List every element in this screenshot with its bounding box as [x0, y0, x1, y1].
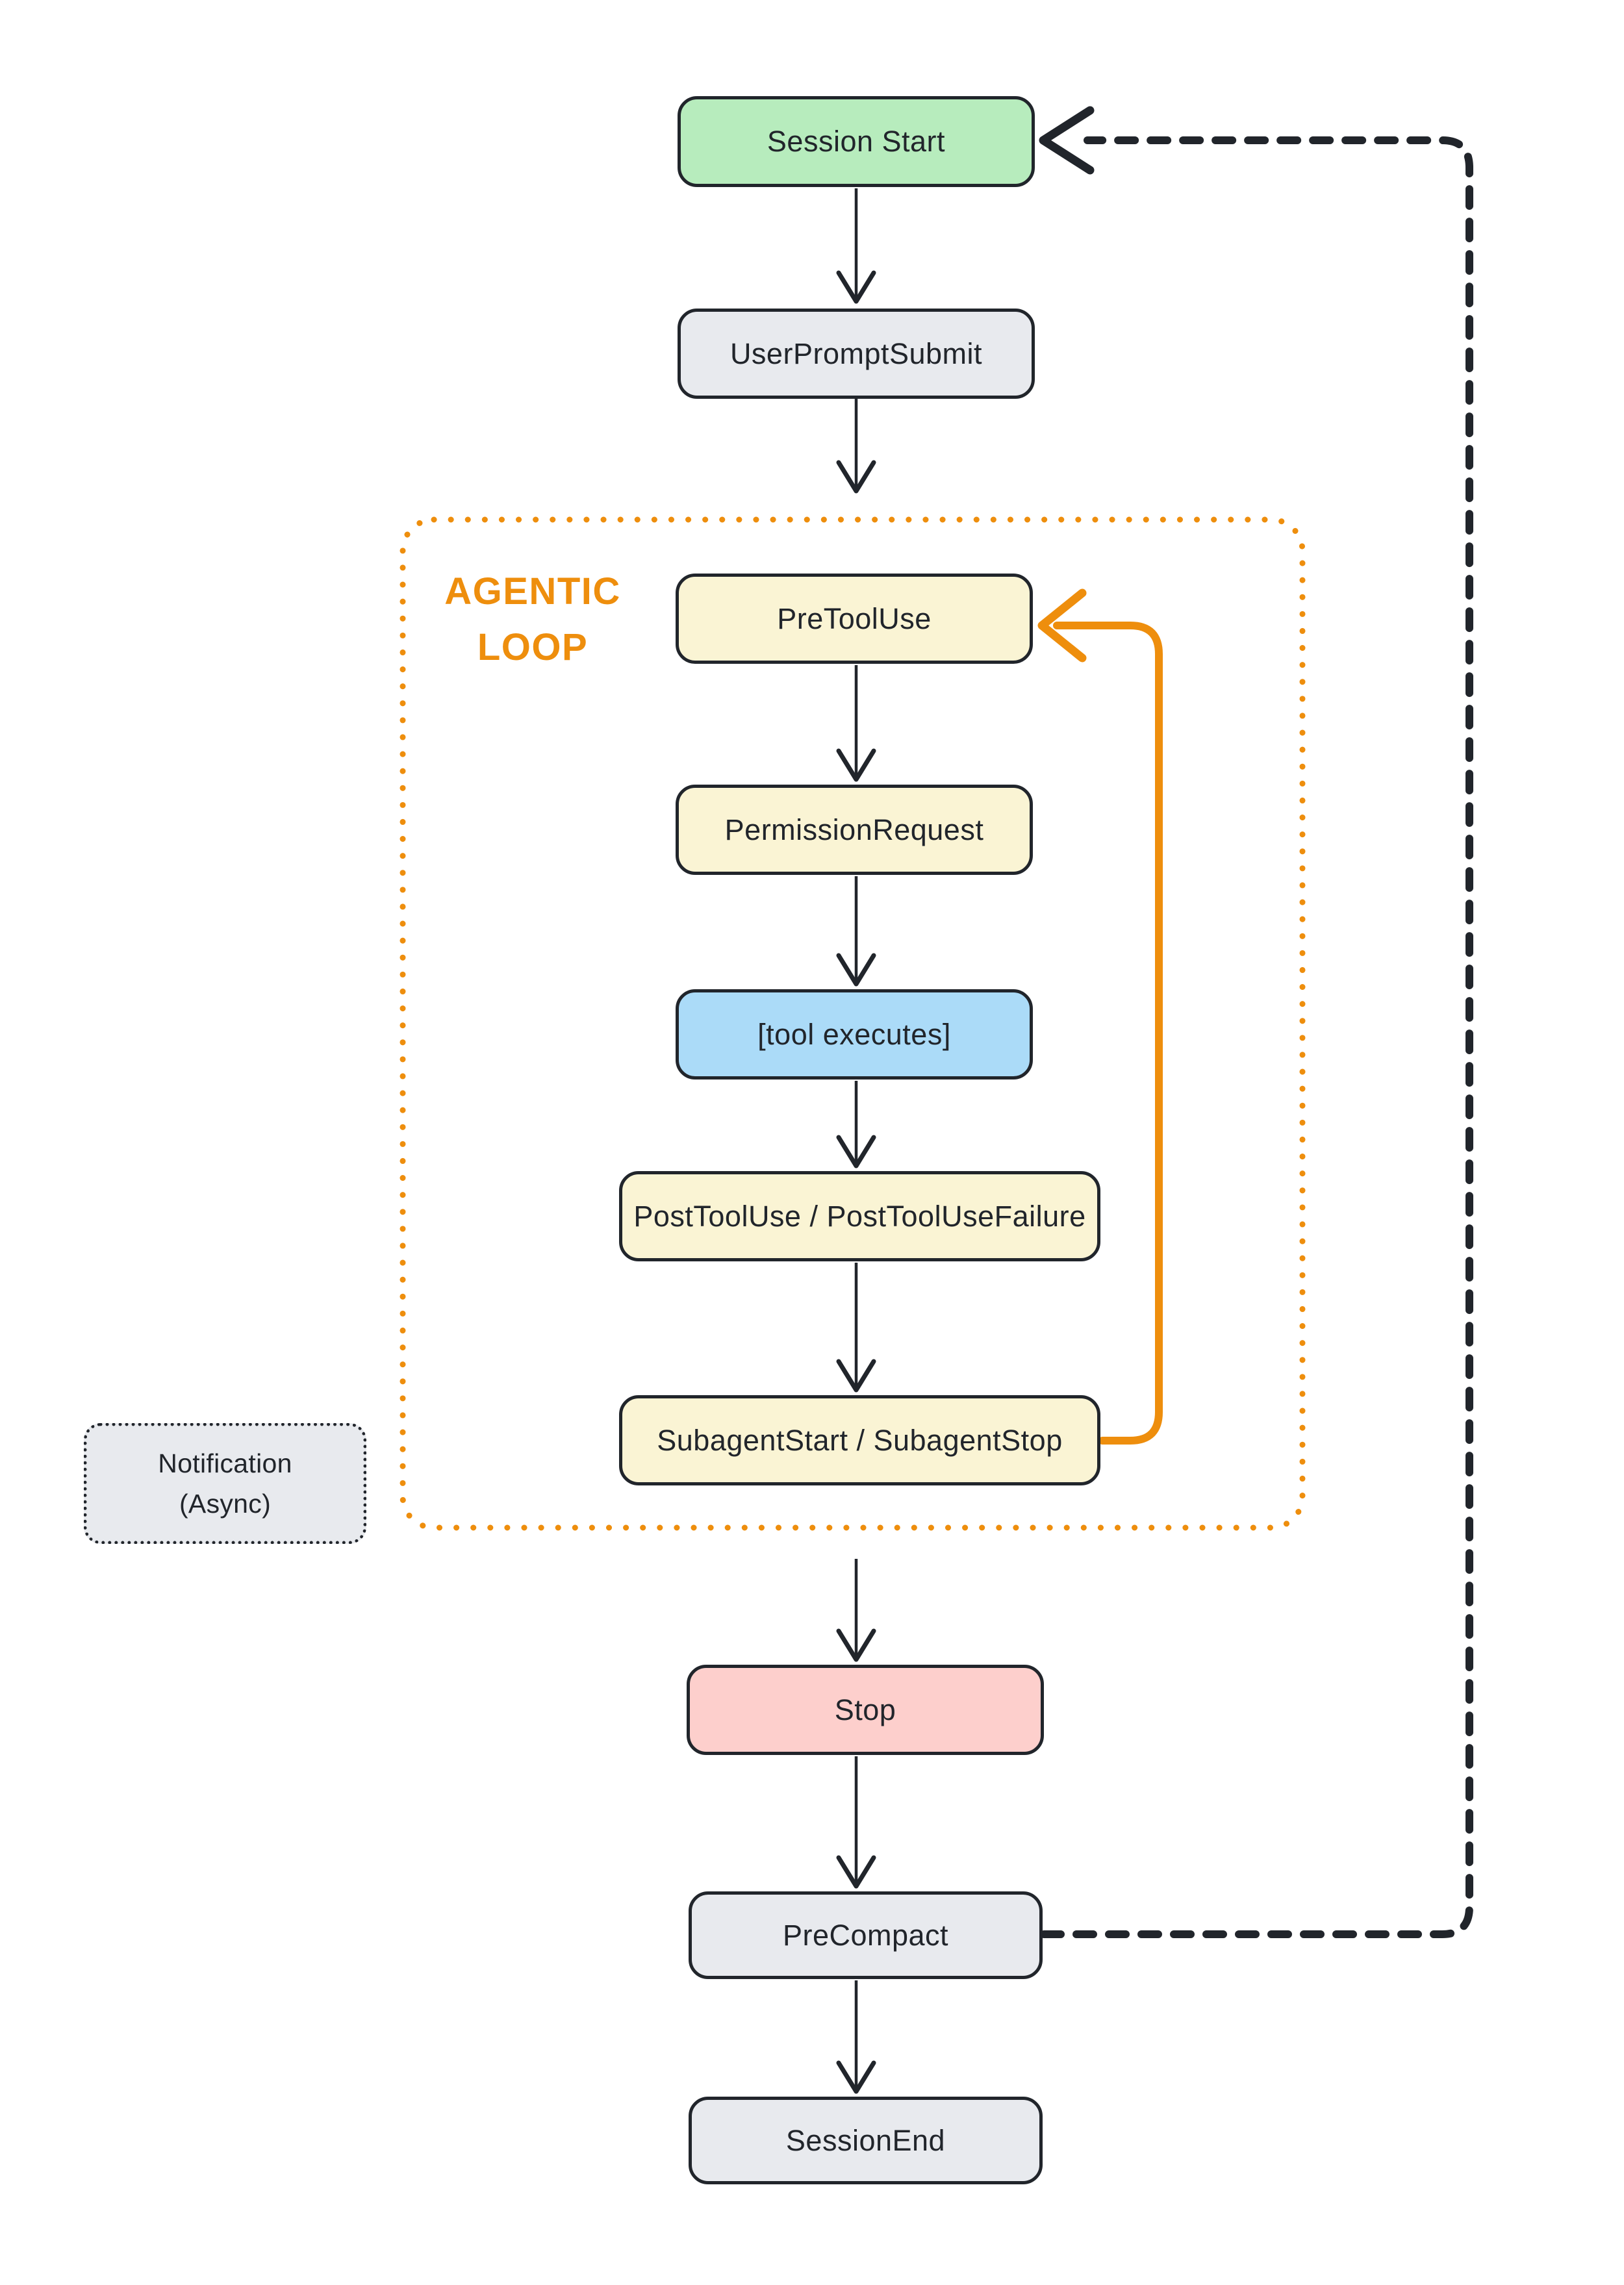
arrow-session-start-to-user-prompt-submit — [836, 188, 876, 304]
arrow-user-prompt-submit-to-loop — [836, 399, 876, 494]
agentic-loop-label-line2: LOOP — [477, 626, 589, 668]
dashed-feedback-arrowhead-icon — [1039, 106, 1095, 175]
arrow-pre-compact-to-session-end — [836, 1980, 876, 2094]
node-stop: Stop — [687, 1665, 1044, 1755]
arrow-tool-executes-to-post-tool-use — [836, 1081, 876, 1168]
node-session-end: SessionEnd — [689, 2097, 1043, 2184]
agentic-loop-label: AGENTIC LOOP — [409, 564, 656, 675]
node-subagent: SubagentStart / SubagentStop — [619, 1395, 1100, 1485]
arrow-post-tool-use-to-subagent — [836, 1263, 876, 1393]
arrow-pre-tool-use-to-permission-request — [836, 665, 876, 782]
arrow-loop-to-stop — [836, 1559, 876, 1662]
agentic-loop-border — [400, 516, 1306, 1531]
node-pre-tool-use: PreToolUse — [676, 574, 1033, 664]
node-notification-async: Notification (Async) — [84, 1423, 366, 1544]
notification-label-line2: (Async) — [179, 1489, 272, 1519]
dashed-feedback-path — [1040, 136, 1473, 1938]
notification-label-line1: Notification — [158, 1448, 292, 1478]
node-post-tool-use: PostToolUse / PostToolUseFailure — [619, 1171, 1100, 1261]
arrow-permission-request-to-tool-executes — [836, 876, 876, 987]
node-user-prompt-submit: UserPromptSubmit — [678, 309, 1035, 399]
loop-back-arrowhead-icon — [1037, 588, 1087, 663]
agentic-loop-label-line1: AGENTIC — [444, 570, 621, 612]
node-tool-executes: [tool executes] — [676, 989, 1033, 1079]
loop-back-path — [1053, 622, 1163, 1445]
node-session-start: Session Start — [678, 96, 1035, 187]
arrow-stop-to-pre-compact — [836, 1756, 876, 1889]
node-pre-compact: PreCompact — [689, 1891, 1043, 1979]
node-permission-request: PermissionRequest — [676, 785, 1033, 875]
